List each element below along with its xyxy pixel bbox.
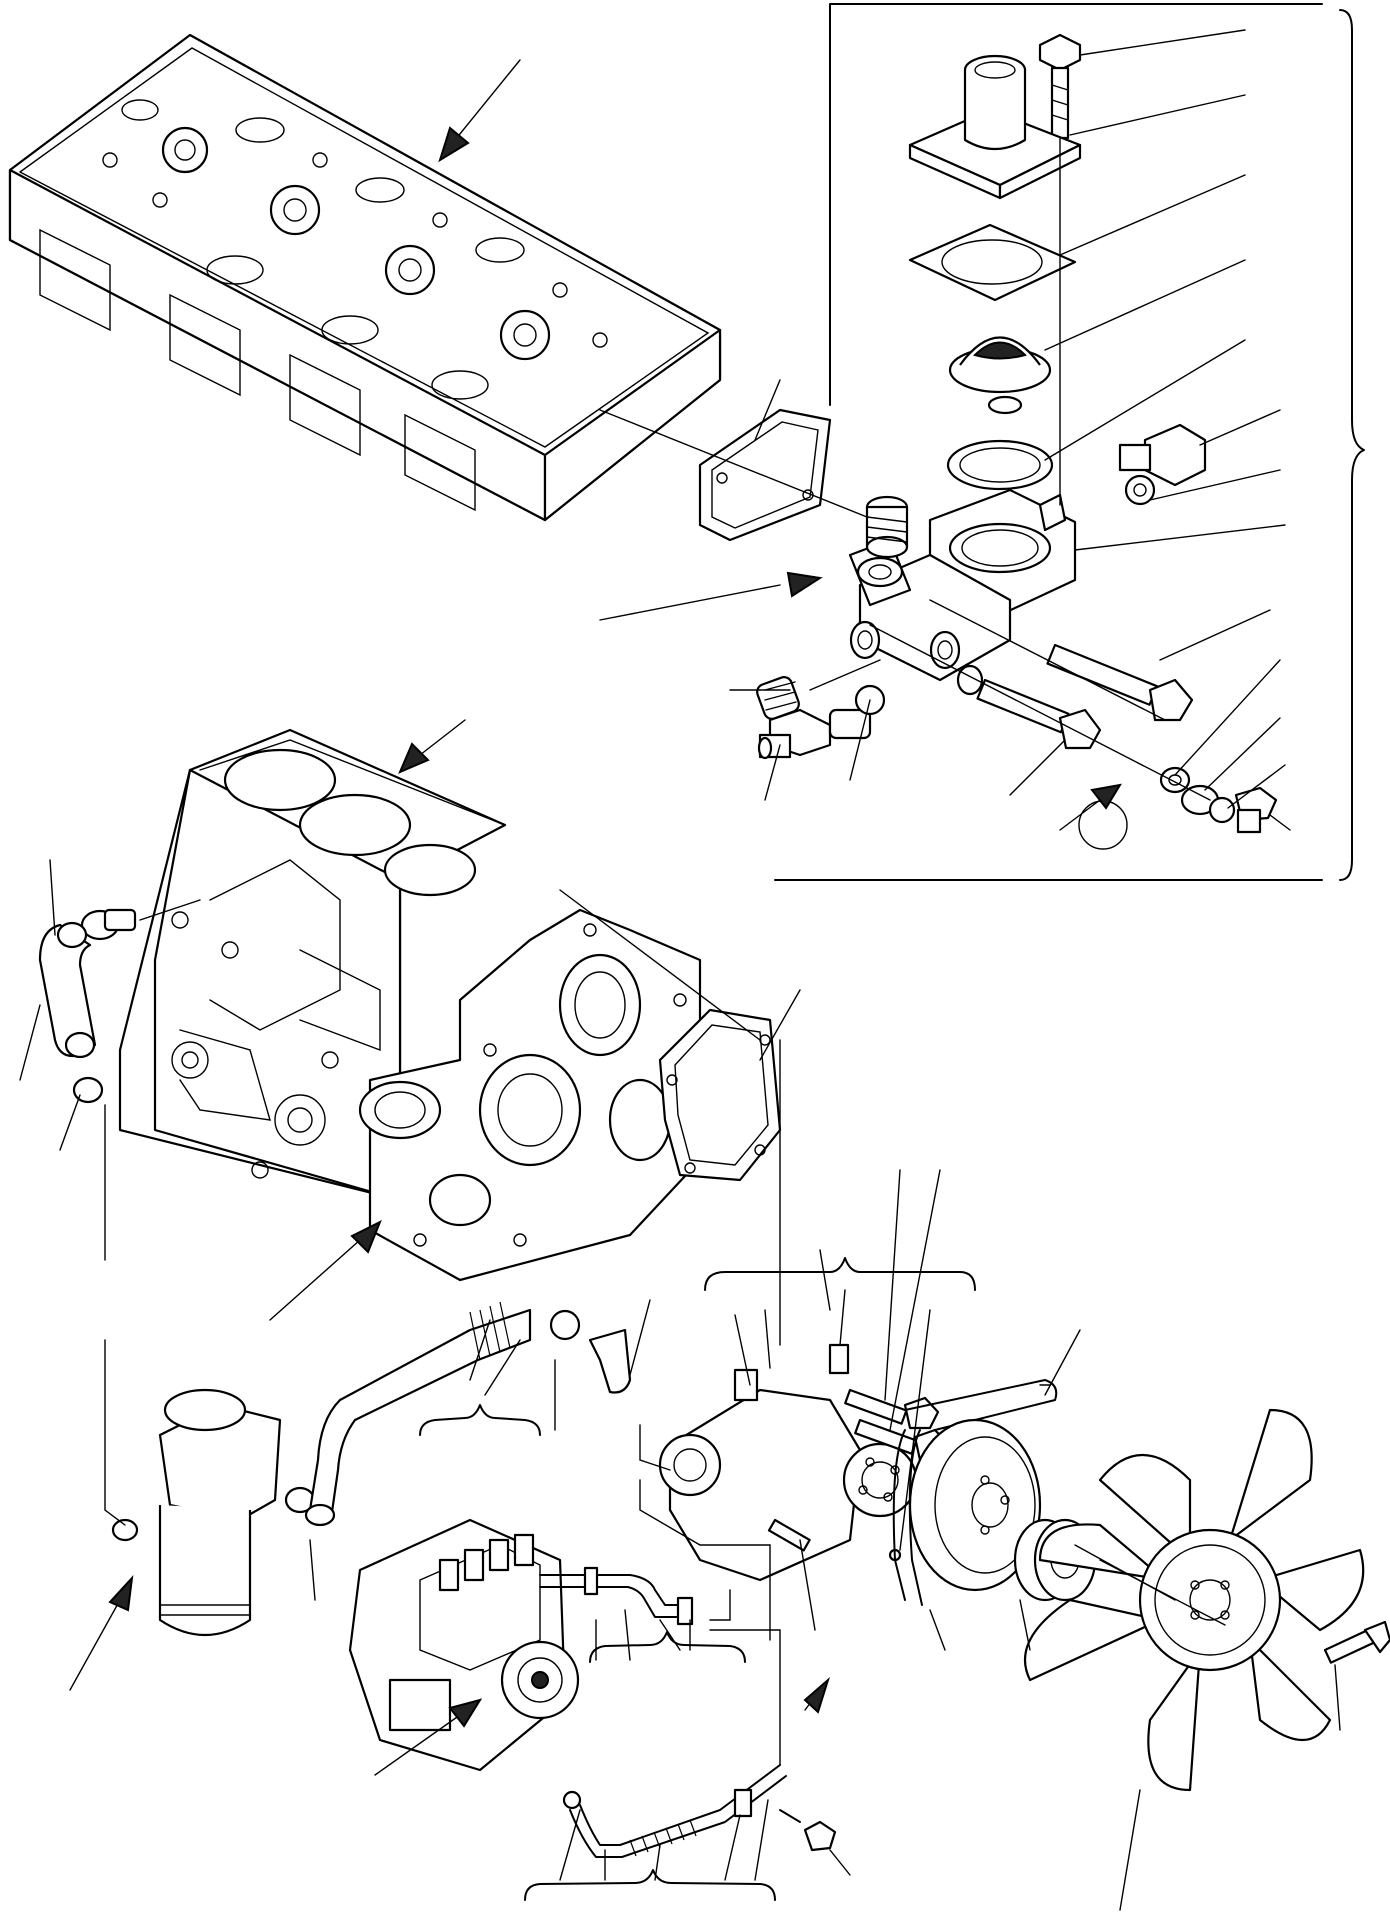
- group-brace-lower-pipe: [524, 1869, 776, 1901]
- fan-belt: [892, 1379, 1058, 1606]
- cylinder-head: [8, 33, 722, 522]
- group-brace-upper-pipe: [589, 1631, 746, 1663]
- thermostat: [948, 336, 1052, 415]
- thermostat-o-ring: [946, 439, 1054, 491]
- assembly-lines: [104, 137, 1226, 1766]
- group-brace-hose: [419, 1404, 541, 1436]
- gear-case-gasket: [658, 1008, 782, 1182]
- thermostat-housing-gasket: [698, 408, 832, 542]
- water-pipe-upper: [539, 1566, 694, 1626]
- leader-lines: [19, 29, 1341, 1911]
- thermostat-small-fittings: [1078, 766, 1278, 850]
- group-brace-water-pump: [704, 1257, 976, 1291]
- thermostat-cover: [908, 54, 1082, 200]
- thermostat-group-frame: [774, 3, 1365, 881]
- coolant-hose-long: [304, 1301, 632, 1527]
- fan-bolt: [1323, 1620, 1390, 1664]
- cylinder-head-bosses: [102, 99, 608, 400]
- thermostat-housing-bolts: [976, 643, 1194, 750]
- fan-pulley: [908, 1418, 1042, 1592]
- cylinder-block: [118, 728, 507, 1202]
- oil-filter-assembly: [111, 1388, 316, 1636]
- cylinder-head-ports: [39, 228, 476, 512]
- bypass-hose-left: [38, 908, 137, 1104]
- fuel-injection-pump: [348, 1518, 580, 1772]
- thermostat-housing-fitting-top: [865, 495, 909, 559]
- water-pipe-lower: [562, 1764, 837, 1858]
- thermostat-plug: [1118, 423, 1207, 506]
- cooling-fan: [1023, 1408, 1365, 1792]
- thermostat-cover-bolt: [1038, 33, 1082, 140]
- gear-case: [358, 908, 702, 1282]
- thermostat-gasket: [908, 223, 1077, 302]
